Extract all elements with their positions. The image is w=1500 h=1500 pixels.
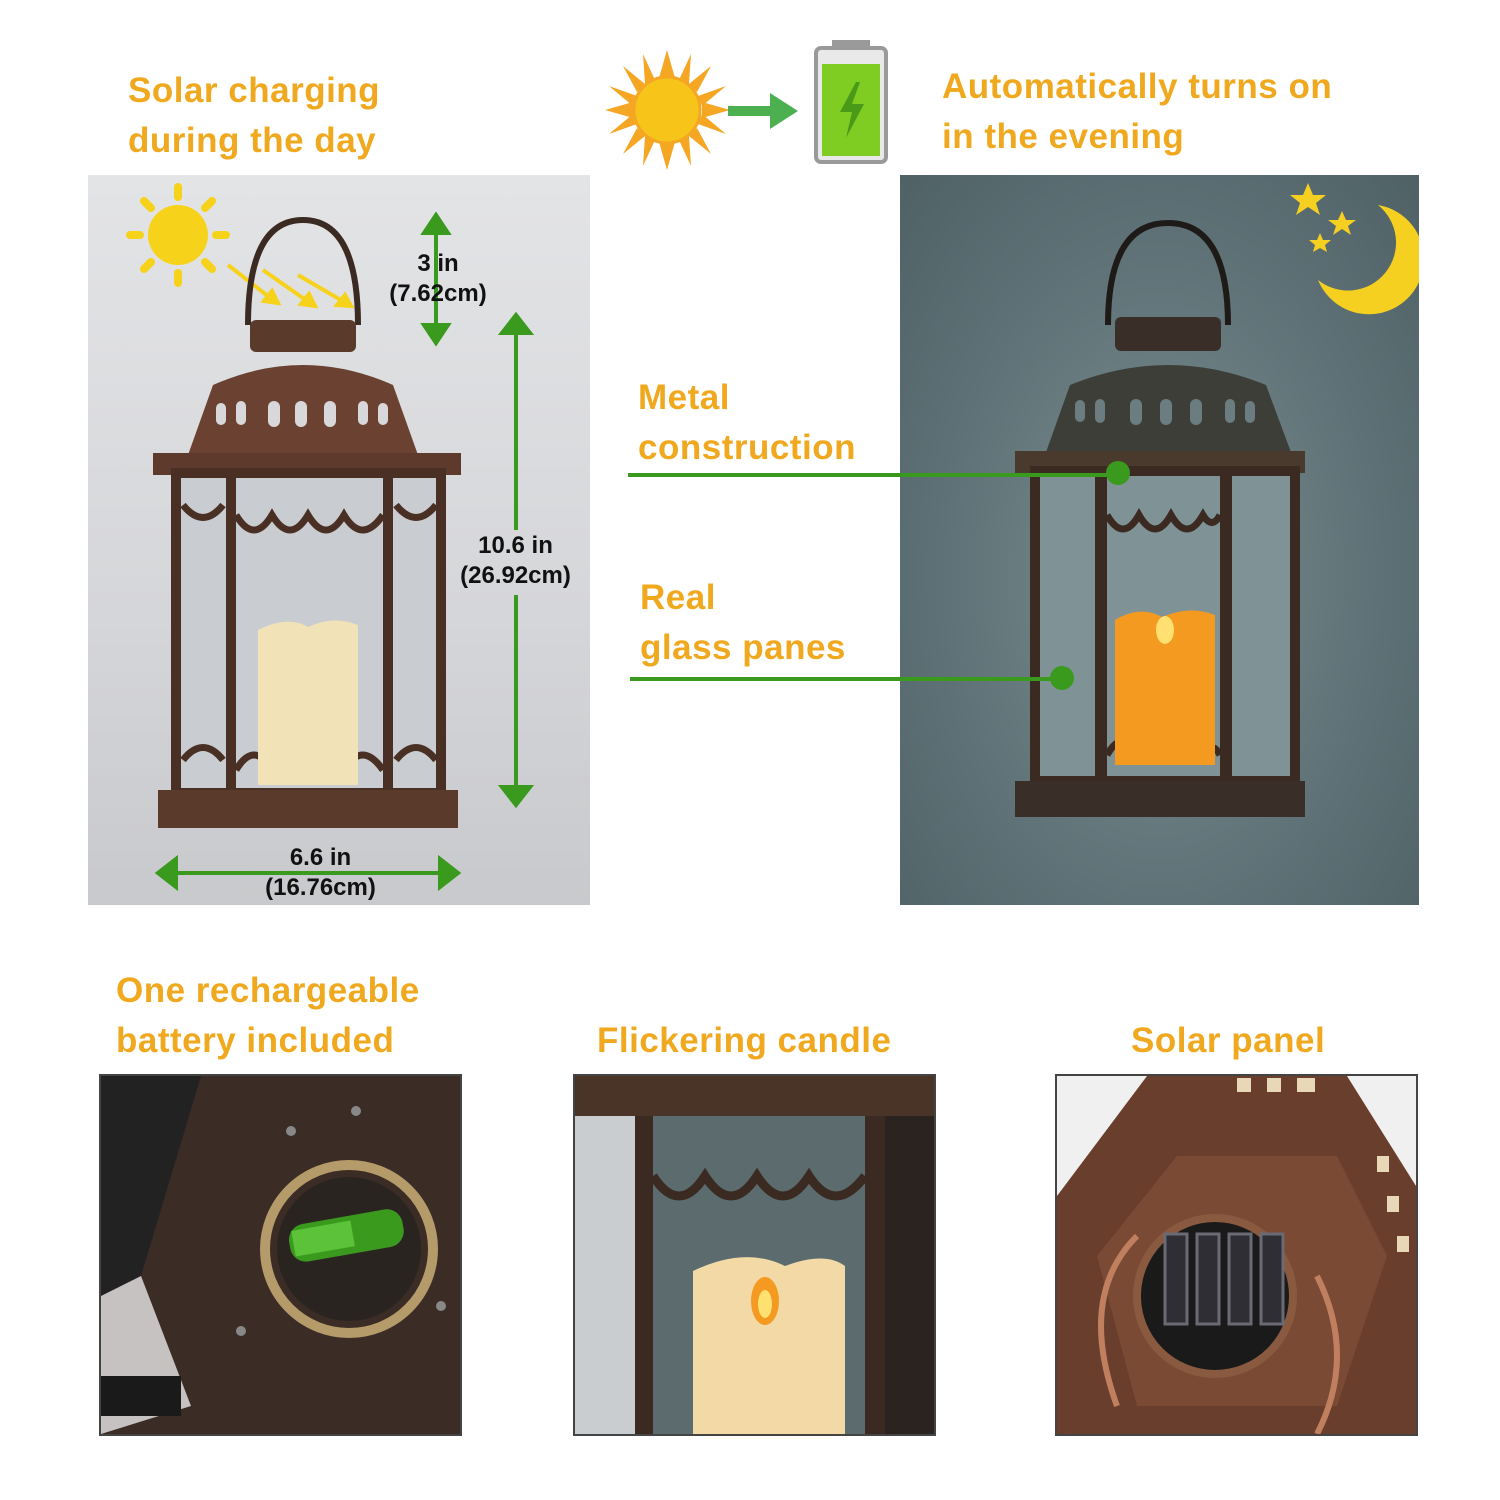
solar-charging-label: Solar charging during the day — [128, 66, 380, 166]
glass-line1: Real — [640, 578, 716, 617]
glass-panes-label: Real glass panes — [640, 573, 846, 673]
sun-icon — [605, 50, 730, 170]
solar-charging-line2: during the day — [128, 121, 377, 160]
night-lantern-panel — [900, 175, 1419, 905]
height-dimension-in: 10.6 in — [478, 532, 553, 559]
auto-on-label: Automatically turns on in the evening — [942, 62, 1332, 162]
handle-dimension-in: 3 in — [417, 250, 459, 277]
width-arrow-icon — [154, 854, 462, 892]
glass-line2: glass panes — [640, 628, 846, 667]
day-lantern-illustration — [126, 183, 535, 892]
glass-callout-line — [630, 677, 900, 681]
auto-on-line1: Automatically turns on — [942, 67, 1333, 106]
height-dimension: 10.6 in (26.92cm) — [443, 531, 588, 591]
metal-construction-label: Metal construction — [638, 373, 856, 473]
solar-charging-line1: Solar charging — [128, 71, 381, 110]
handle-dimension-cm: (7.62cm) — [389, 280, 487, 307]
night-lantern-illustration — [900, 183, 1419, 817]
battery-icon — [812, 40, 890, 164]
width-dimension-in: 6.6 in — [289, 844, 352, 871]
day-lantern-panel: 3 in (7.62cm) 10.6 in (26.92cm) 6.6 in (… — [88, 175, 590, 905]
width-dimension: 6.6 in (16.76cm) — [248, 843, 393, 903]
solar-panel-label: Solar panel — [1131, 1021, 1326, 1060]
handle-dimension: 3 in (7.62cm) — [378, 249, 498, 309]
day-sun-icon — [126, 183, 355, 309]
metal-line2: construction — [638, 428, 856, 467]
day-lantern — [153, 216, 461, 828]
handle-arrow-icon — [420, 211, 452, 347]
candle-thumbnail — [573, 1074, 936, 1436]
night-lantern — [1015, 219, 1305, 817]
battery-label: One rechargeable battery included — [116, 966, 420, 1066]
battery-line1: One rechargeable — [116, 971, 420, 1010]
battery-thumbnail — [99, 1074, 462, 1436]
metal-line1: Metal — [638, 378, 730, 417]
moon-stars-icon — [1290, 183, 1419, 315]
width-dimension-cm: (16.76cm) — [265, 874, 376, 901]
metal-callout-line — [628, 473, 900, 477]
auto-on-line2: in the evening — [942, 117, 1185, 156]
height-dimension-cm: (26.92cm) — [460, 562, 571, 589]
arrow-right-icon — [728, 93, 798, 129]
candle-label: Flickering candle — [597, 1021, 892, 1060]
battery-line2: battery included — [116, 1021, 395, 1060]
height-arrow-icon — [497, 311, 535, 809]
solar-panel-thumbnail — [1055, 1074, 1418, 1436]
